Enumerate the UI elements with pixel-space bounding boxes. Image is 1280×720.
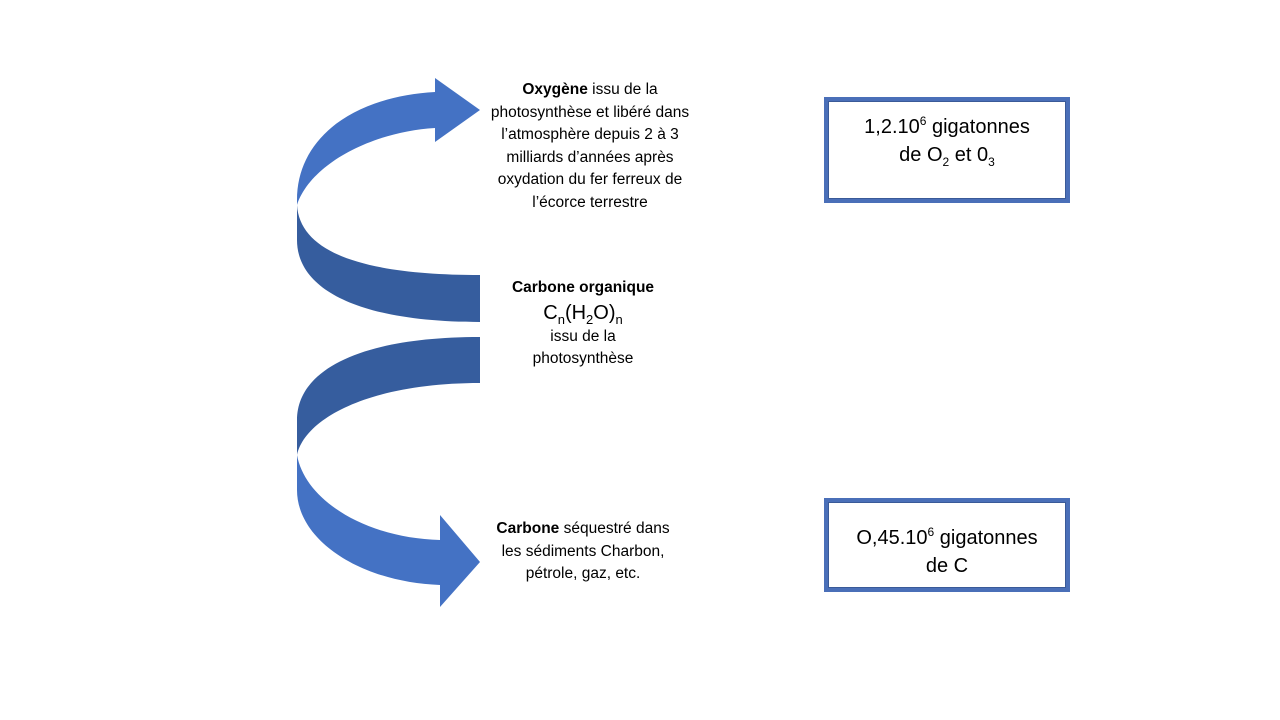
lower-arrow-back-band <box>297 337 480 455</box>
organic-carbon-note: Carbone organique Cn(H2O)n issu de la ph… <box>485 277 681 371</box>
carbon-quantity-box: O,45.106 gigatonnes de C <box>824 498 1070 592</box>
oxygen-note: Oxygène issu de la photosynthèse et libé… <box>490 79 690 214</box>
organic-carbon-caption-1: issu de la <box>550 327 616 345</box>
sequestered-carbon-text: séquestré dans les sédiments Charbon, pé… <box>501 520 670 582</box>
oxygen-note-text: issu de la photosynthèse et libéré dans … <box>490 81 690 211</box>
organic-carbon-caption-2: photosynthèse <box>532 350 634 367</box>
oxygen-quantity-value: 1,2.106 gigatonnes de O2 et 03 <box>864 114 1030 169</box>
sequestered-carbon-bold: Carbone <box>496 520 560 537</box>
upper-arrow-back-band <box>297 205 480 322</box>
carbon-quantity-value: O,45.106 gigatonnes de C <box>856 525 1038 577</box>
oxygen-note-bold: Oxygène <box>522 81 588 98</box>
oxygen-quantity-box: 1,2.106 gigatonnes de O2 et 03 <box>824 97 1070 203</box>
sequestered-carbon-note: Carbone séquestré dans les sédiments Cha… <box>490 518 676 586</box>
upper-arrow-front-band <box>297 78 480 205</box>
lower-arrow-front-band <box>297 455 480 607</box>
organic-carbon-formula: Cn(H2O)n <box>543 301 623 327</box>
organic-carbon-title: Carbone organique <box>511 279 655 296</box>
